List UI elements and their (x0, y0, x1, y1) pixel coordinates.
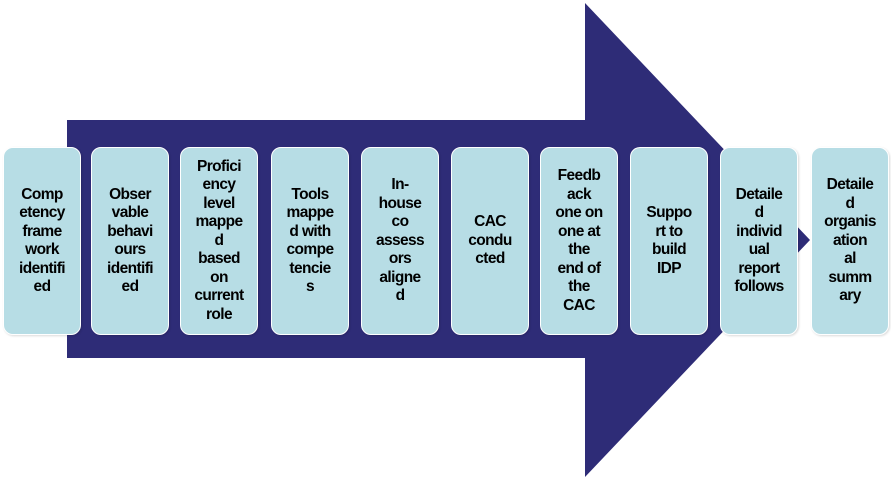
step-label: Obser vable behavi ours identifi ed (107, 185, 154, 296)
step-label: Detaile d individ ual report follows (734, 185, 784, 296)
step-label: Feedb ack one on one at the end of the C… (555, 167, 603, 314)
step-label: Comp etency frame work identifi ed (19, 185, 66, 296)
step-label: Suppo rt to build IDP (646, 204, 692, 277)
step-label: Tools mappe d with compe tencie s (286, 185, 335, 296)
step-in-house-assessors: In- house co assess ors aligne d (361, 147, 439, 335)
step-tools-mapped: Tools mappe d with compe tencie s (271, 147, 349, 335)
step-label: In- house co assess ors aligne d (375, 176, 425, 305)
step-observable-behaviours: Obser vable behavi ours identifi ed (91, 147, 169, 335)
step-label: Detaile d organis ation al summ ary (824, 176, 876, 305)
step-individual-report: Detaile d individ ual report follows (720, 147, 798, 335)
step-support-idp: Suppo rt to build IDP (630, 147, 708, 335)
step-label: CAC condu cted (468, 213, 512, 268)
step-proficiency-level: Profici ency level mappe d based on curr… (180, 147, 258, 335)
step-cac-conducted: CAC condu cted (451, 147, 529, 335)
step-label: Profici ency level mappe d based on curr… (194, 157, 244, 323)
step-organisational-summary: Detaile d organis ation al summ ary (811, 147, 889, 335)
step-competency-framework: Comp etency frame work identifi ed (3, 147, 81, 335)
step-feedback: Feedb ack one on one at the end of the C… (540, 147, 618, 335)
